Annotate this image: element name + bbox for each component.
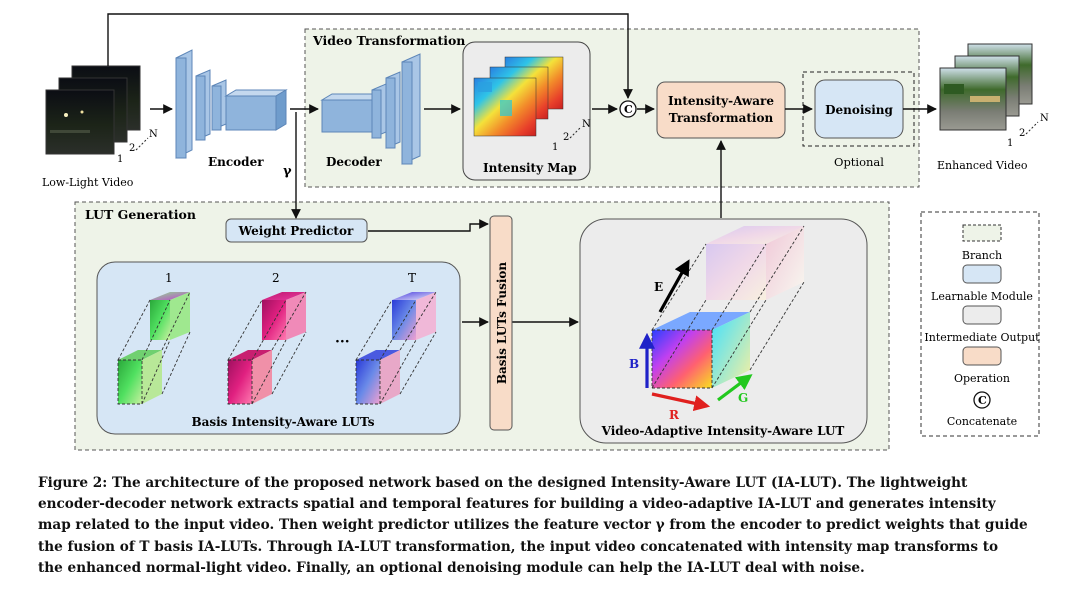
basis-lut-2	[227, 291, 307, 405]
ia-transformation-line2: Transformation	[669, 111, 774, 125]
legend-concat-symbol: C	[978, 394, 987, 407]
intensity-aware-transformation-box	[656, 81, 786, 139]
basis-luts-label: Basis Intensity-Aware LUTs	[191, 415, 374, 429]
basis-lut-index-2: 2	[272, 271, 280, 285]
caption-line-1: Figure 2: The architecture of the propos…	[38, 475, 968, 491]
legend-label-branch: Branch	[962, 249, 1002, 262]
optional-label: Optional	[834, 155, 884, 169]
im-frame-index-1: 1	[552, 142, 558, 153]
architecture-diagram: Video Transformation LUT Generation 1 2 …	[42, 13, 1049, 451]
lut-generation-title: LUT Generation	[85, 207, 196, 222]
video-transformation-title: Video Transformation	[312, 33, 465, 48]
im-frame-index-n: N	[582, 119, 591, 130]
legend-branch: Branch	[962, 224, 1002, 262]
axis-label-b: B	[629, 357, 639, 371]
low-light-video-frames	[45, 65, 141, 155]
axis-label-g: G	[738, 391, 748, 405]
enhanced-video-label: Enhanced Video	[937, 159, 1028, 172]
decoder-label: Decoder	[326, 155, 382, 169]
caption-line-5: the enhanced normal-light video. Finally…	[38, 559, 865, 576]
legend-label-operation: Operation	[954, 372, 1010, 385]
legend-operation: Operation	[954, 346, 1010, 385]
encoder-label: Encoder	[208, 155, 264, 169]
frame-index-1: 1	[117, 154, 123, 165]
basis-luts-fusion-label: Basis LUTs Fusion	[495, 262, 509, 385]
out-frame-index-2: 2	[1019, 128, 1025, 139]
out-frame-index-1: 1	[1007, 138, 1013, 149]
caption-line-4: the fusion of T basis IA-LUTs. Through I…	[38, 538, 999, 555]
legend-label-intermediate: Intermediate Output	[924, 331, 1040, 344]
lut-axis-arrows	[639, 259, 753, 412]
frame-index-n: N	[149, 129, 158, 140]
decoder-block	[320, 53, 421, 165]
axis-label-r: R	[669, 408, 680, 422]
low-light-video-label: Low-Light Video	[42, 176, 134, 189]
legend-concatenate: C Concatenate	[947, 391, 1017, 428]
encoder-block	[175, 49, 288, 159]
basis-lut-1	[117, 291, 191, 405]
concatenate-symbol: C	[624, 103, 633, 116]
out-frame-index-n: N	[1040, 113, 1049, 124]
basis-lut-index-t: T	[408, 271, 416, 285]
adaptive-lut-cube	[651, 225, 805, 389]
weight-predictor-label: Weight Predictor	[238, 224, 354, 238]
im-frame-index-2: 2	[563, 132, 569, 143]
figure-caption: Figure 2: The architecture of the propos…	[38, 473, 1058, 579]
basis-lut-ellipsis: ···	[335, 334, 350, 350]
main-flow-arrows	[107, 13, 937, 327]
basis-luts-box	[96, 261, 461, 435]
basis-luts-fusion-box	[489, 215, 513, 431]
intensity-map-frames	[473, 56, 564, 137]
denoising-label: Denoising	[825, 103, 893, 117]
intensity-map-label: Intensity Map	[483, 161, 577, 175]
basis-lut-t	[355, 291, 437, 405]
ia-transformation-line1: Intensity-Aware	[668, 94, 774, 108]
axis-label-e: E	[654, 280, 663, 294]
legend-intermediate-output: Intermediate Output	[924, 305, 1040, 344]
frame-index-2: 2	[129, 143, 135, 154]
concatenate-node	[619, 100, 637, 118]
adaptive-lut-label: Video-Adaptive Intensity-Aware LUT	[601, 424, 845, 438]
legend-label-concatenate: Concatenate	[947, 415, 1017, 428]
caption-line-3: map related to the input video. Then wei…	[38, 517, 1028, 534]
weight-predictor-box	[225, 218, 368, 243]
gamma-label: γ	[283, 164, 292, 179]
legend-label-learnable: Learnable Module	[931, 290, 1033, 303]
legend-learnable-module: Learnable Module	[931, 264, 1033, 303]
basis-lut-index-1: 1	[165, 271, 173, 285]
enhanced-video-frames	[939, 43, 1033, 131]
caption-line-2: encoder-decoder network extracts spatial…	[38, 496, 996, 513]
